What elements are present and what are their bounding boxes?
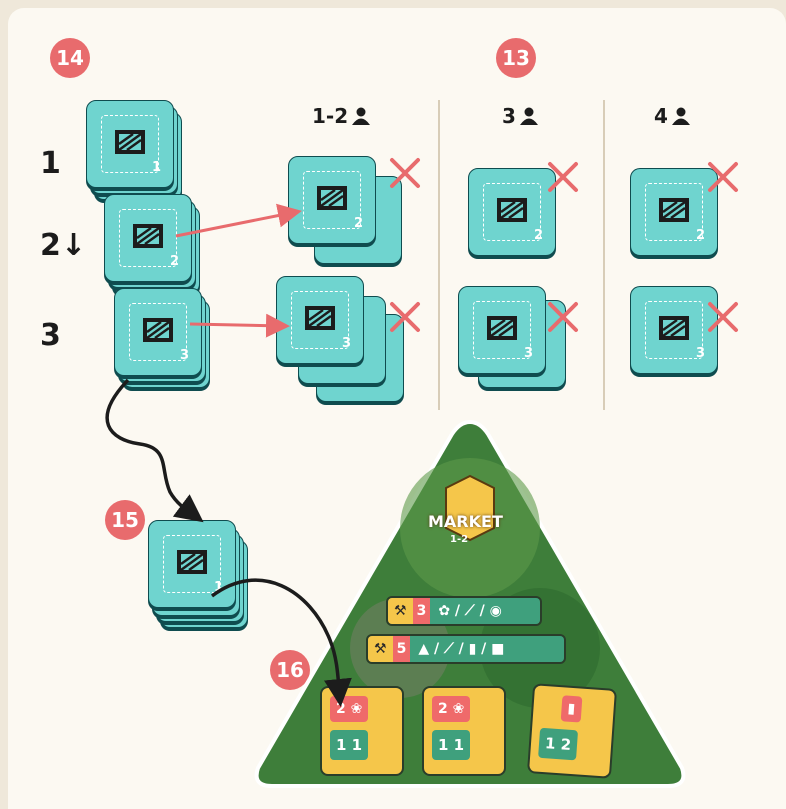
arrow-row3	[190, 324, 284, 326]
arrow-to-market	[212, 580, 340, 700]
arrow-to-stack	[107, 380, 198, 518]
arrow-row2	[176, 212, 296, 236]
